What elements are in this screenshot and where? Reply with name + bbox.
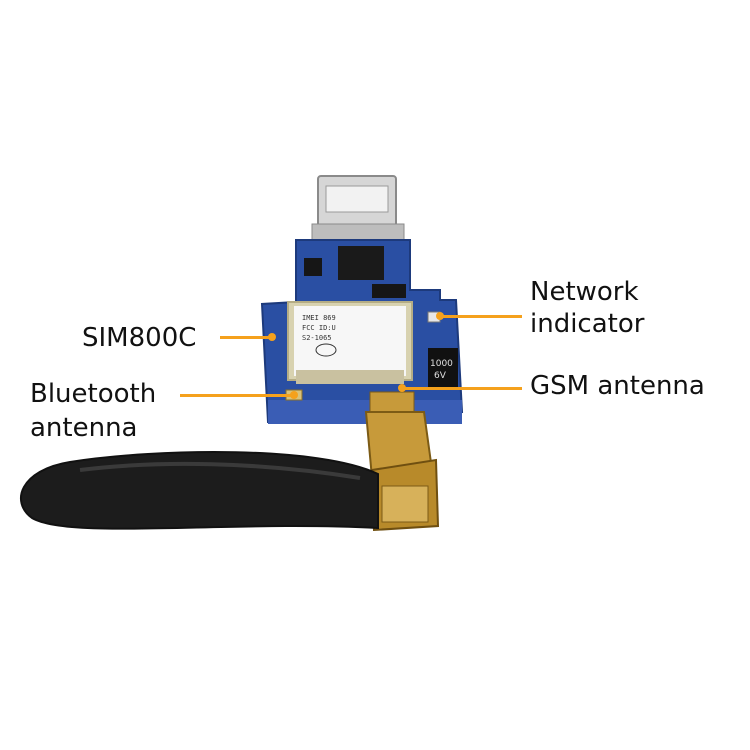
module-pins [296, 370, 404, 384]
sim800c-callout-line [220, 336, 272, 339]
capacitor-chip: 1000 6V [428, 348, 458, 388]
gsm-callout-line [404, 387, 522, 390]
module-text-line2: FCC ID:U [302, 324, 336, 332]
module-text-line1: IMEI 869 [302, 314, 336, 322]
network-callout-line [442, 315, 522, 318]
gsm-antenna-label: GSM antenna [530, 371, 705, 401]
rubber-antenna [20, 451, 379, 530]
bluetooth-antenna-label-line2: antenna [30, 413, 138, 443]
usb-controller-chip [338, 246, 384, 280]
small-chip [372, 284, 406, 298]
usb-connector [311, 175, 405, 241]
sim800c-label: SIM800C [82, 323, 197, 353]
gsm-callout-dot [398, 384, 406, 392]
capacitor-value: 1000 [430, 359, 453, 369]
sim800c-callout-dot [268, 333, 276, 341]
gsm-antenna-connector [364, 391, 440, 532]
network-callout-dot [436, 312, 444, 320]
network-indicator-label-line1: Network [530, 277, 639, 307]
network-indicator-label-line2: indicator [530, 309, 645, 339]
sim800c-module: IMEI 869 FCC ID:U S2-1065 [287, 301, 413, 381]
regulator-chip [304, 258, 322, 276]
module-text-line3: S2-1065 [302, 334, 332, 342]
capacitor-voltage: 6V [434, 371, 447, 381]
bluetooth-callout-dot [290, 391, 298, 399]
bluetooth-callout-line [180, 394, 292, 397]
bluetooth-antenna-label-line1: Bluetooth [30, 379, 157, 409]
